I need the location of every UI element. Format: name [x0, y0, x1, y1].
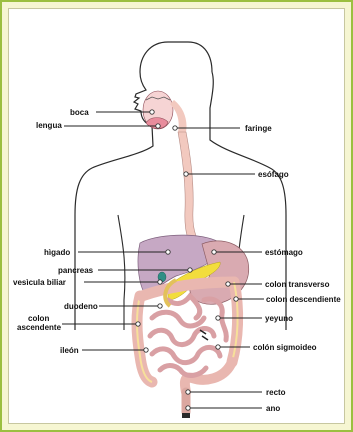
colon-ascendente [137, 296, 152, 382]
label-boca: boca [70, 108, 89, 117]
label-colon-ascendente-1: colon [28, 314, 49, 323]
ileon-marker [144, 348, 148, 352]
label-colon-sigmoideo: colón sigmoideo [253, 343, 317, 352]
intestine-shadows [200, 330, 208, 340]
label-higado: hìgado [44, 248, 70, 257]
label-recto: recto [266, 388, 286, 397]
colon-transverso-marker [226, 282, 230, 286]
estomago-marker [212, 250, 216, 254]
pancreas-marker [188, 268, 192, 272]
label-colon-descendiente: colon descendiente [266, 295, 341, 304]
colon-descendiente-marker [234, 297, 238, 301]
vesicula-marker [158, 280, 162, 284]
label-esofago: esófago [258, 170, 289, 179]
ano [182, 413, 190, 418]
torso-left-contour [118, 215, 125, 330]
duodeno-marker [158, 304, 162, 308]
label-vesicula: vesìcula biliar [13, 278, 66, 287]
label-ileon: ileón [60, 346, 79, 355]
lengua-marker [156, 124, 160, 128]
ano-marker [186, 406, 190, 410]
label-ano: ano [266, 404, 280, 413]
recto-marker [186, 390, 190, 394]
esofago-marker [184, 172, 188, 176]
label-colon-transverso: colon transverso [265, 280, 330, 289]
boca-marker [150, 110, 154, 114]
colon-ascendente-marker [136, 322, 140, 326]
label-lengua: lengua [36, 121, 62, 130]
label-pancreas: pancreas [58, 266, 94, 275]
label-yeyuno: yeyuno [265, 314, 293, 323]
colon-sigmoideo-marker [216, 345, 220, 349]
faringe-marker [173, 126, 177, 130]
higado-marker [166, 250, 170, 254]
label-colon-ascendente-2: ascendente [17, 323, 62, 332]
label-faringe: faringe [245, 124, 272, 133]
label-estomago: estómago [265, 248, 303, 257]
label-duodeno: duodeno [64, 302, 98, 311]
yeyuno-marker [216, 316, 220, 320]
